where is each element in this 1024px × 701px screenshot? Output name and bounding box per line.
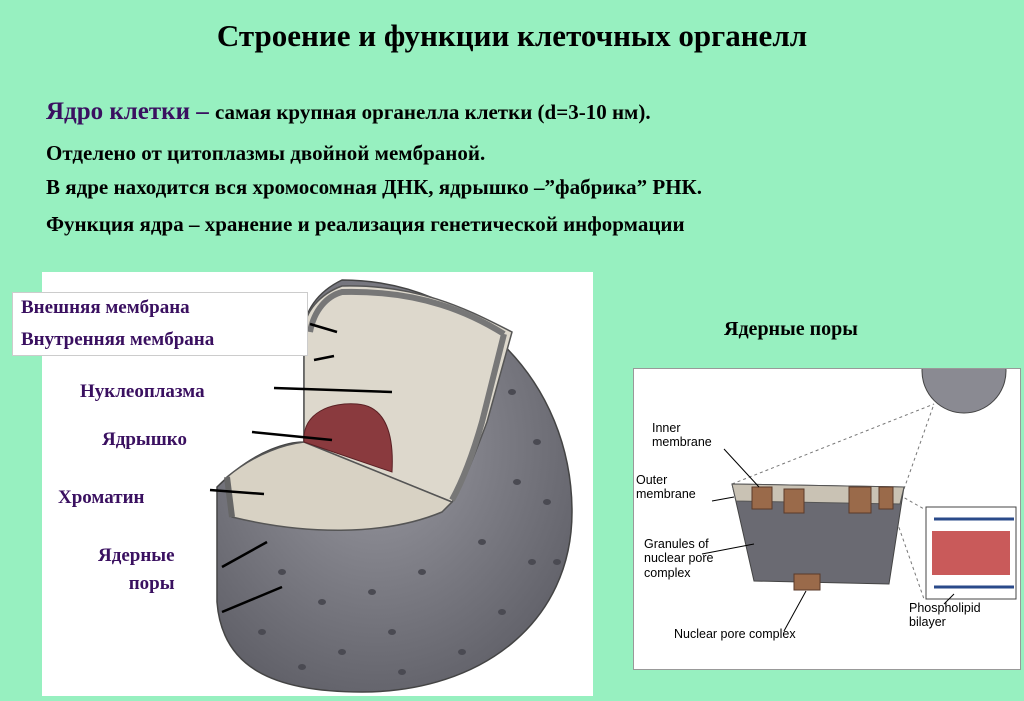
labels-membrane-box: Внешняя мембрана Внутренняя мембрана [12,292,308,356]
outer-membrane-en-2: membrane [636,487,696,502]
granules-en-label: Granules of nuclear pore complex [644,537,714,580]
leader-lines [209,322,393,614]
npc-en-label: Nuclear pore complex [674,627,796,641]
intro-line-1: Ядро клетки – самая крупная органелла кл… [46,98,651,126]
pores-label-left: Ядерные поры [92,542,181,598]
nucleoplasm-bottom [226,441,454,531]
membrane-edge-right [449,333,507,502]
pore-granule [751,486,773,510]
pore-drawing [701,369,1017,632]
outer-membrane-en-1: Outer [636,473,668,487]
inner-membrane-en-1: Inner [652,421,681,435]
pore-granule [783,488,805,514]
phospholipid-en-1: Phospholipid [909,601,981,615]
intro-line-4: Функция ядра – хранение и реализация ген… [46,212,685,236]
nucleoplasm-label: Нуклеоплазма [74,378,211,406]
bilayer-interior [932,531,1010,575]
pore-dots [258,389,561,675]
phospholipid-en-2: bilayer [909,615,946,630]
term-dash: – [189,98,215,125]
outer-membrane-label: Внешняя мембрана [21,297,190,318]
intro-line-3: В ядре находится вся хромосомная ДНК, яд… [46,175,703,199]
granules-en-2: nuclear pore [644,551,714,566]
membrane-edge-left [224,476,235,518]
nucleus-drawing [209,279,573,693]
pore-granule [878,486,894,510]
inner-membrane-en-label: Inner membrane [652,421,712,450]
page-title: Строение и функции клеточных органелл [216,18,808,53]
nucleus-term: Ядро клетки [46,98,190,125]
sphere-corner [921,369,1007,414]
granules-en-1: Granules of [644,537,709,551]
granules-en-3: complex [644,565,691,580]
pores-label-line1: Ядерные [98,545,175,566]
nuclear-pores-title: Ядерные поры [724,318,858,340]
intro-line-2: Отделено от цитоплазмы двойной мембраной… [46,141,486,165]
inner-membrane-label: Внутренняя мембрана [21,328,215,350]
bilayer-heads [934,517,1014,589]
chromatin-label: Хроматин [52,484,151,512]
nucleus-illustration [42,272,593,696]
nuclear-pore-illustration: Inner membrane Outer membrane Granules o… [633,368,1021,670]
phospholipid-en-label: Phospholipid bilayer [909,601,981,630]
nucleolus-shape [303,403,393,473]
pore-granule-bottom [793,573,821,591]
pores-label-line2: поры [128,572,175,594]
intro-line-1-text: самая крупная органелла клетки (d=3-10 н… [214,100,651,124]
pore-leader-lines [701,448,955,632]
pore-granule [848,486,872,514]
nucleolus-label: Ядрышко [96,426,193,454]
outer-membrane-en-label: Outer membrane [636,473,696,502]
inner-membrane-en-2: membrane [652,435,712,450]
membrane-edge [307,288,506,337]
